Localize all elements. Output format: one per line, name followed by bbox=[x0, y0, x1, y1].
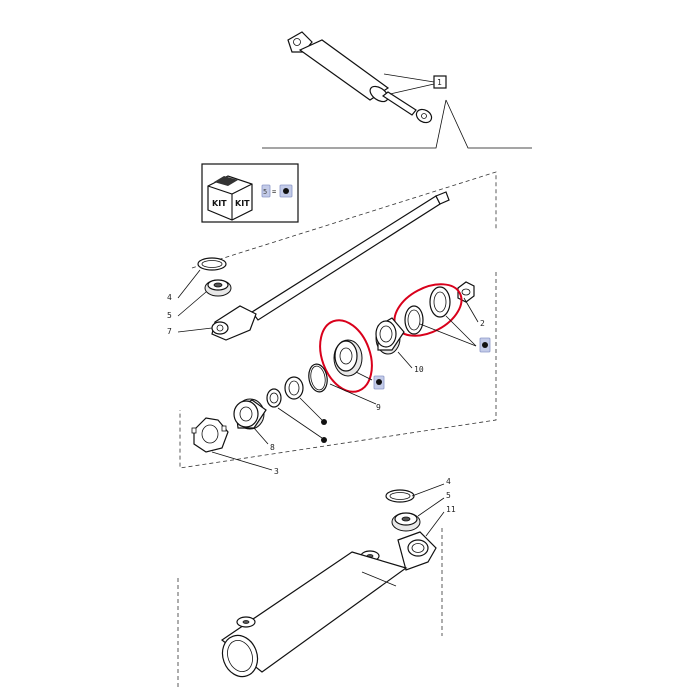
kit-label-left: KIT bbox=[212, 199, 227, 208]
rod-seal bbox=[266, 388, 282, 408]
kit-box-icon: KIT KIT bbox=[207, 175, 253, 221]
assembled-cylinder-thumbnail bbox=[287, 31, 433, 124]
callout-3: 3 bbox=[211, 451, 279, 476]
kit-legend: KIT KIT 5 = bbox=[201, 163, 299, 223]
kit-dot bbox=[283, 188, 289, 194]
kit-dot-2 bbox=[482, 342, 488, 348]
callouts-lower: 4 5 11 bbox=[411, 477, 456, 537]
lower-explode-frame bbox=[177, 528, 443, 690]
piston-rod bbox=[211, 191, 450, 341]
label-3: 3 bbox=[274, 467, 279, 476]
piston bbox=[375, 317, 405, 355]
label-7: 7 bbox=[167, 327, 172, 336]
piston-nut bbox=[457, 281, 475, 303]
callout-8: 8 bbox=[253, 427, 275, 452]
circlip-lower bbox=[385, 489, 415, 503]
label-4: 4 bbox=[167, 293, 172, 302]
bushing-upper bbox=[204, 279, 232, 297]
kit-dot-a bbox=[321, 419, 327, 425]
label-4b: 4 bbox=[446, 477, 451, 486]
label-8: 8 bbox=[270, 443, 275, 452]
label-9: 9 bbox=[376, 403, 381, 412]
callout-10: 10 bbox=[397, 351, 424, 374]
wiper-seal bbox=[284, 376, 304, 400]
kit-dot-b bbox=[321, 437, 327, 443]
kit-number: 5 bbox=[263, 188, 267, 196]
reference-box bbox=[433, 75, 447, 89]
callout-9: 9 bbox=[329, 371, 385, 412]
o-ring bbox=[308, 363, 328, 393]
label-2: 2 bbox=[480, 319, 485, 328]
kit-number-badge bbox=[261, 184, 271, 198]
piston-seal bbox=[319, 319, 373, 393]
kit-equals: = bbox=[272, 188, 276, 196]
seal-dots bbox=[277, 397, 327, 443]
label-11: 11 bbox=[446, 505, 456, 514]
castle-nut bbox=[191, 417, 229, 453]
kit-dot-9 bbox=[376, 379, 382, 385]
upper-explode-frame bbox=[179, 171, 497, 469]
reference-label: 1 bbox=[437, 78, 442, 87]
kit-label-right: KIT bbox=[235, 199, 250, 208]
seal-pair-right bbox=[393, 283, 463, 337]
callout-2: 2 bbox=[419, 297, 491, 353]
label-10: 10 bbox=[414, 365, 424, 374]
callouts-upper-left: 4 5 7 bbox=[167, 269, 213, 336]
gland bbox=[233, 398, 267, 430]
highlight-ring-9 bbox=[319, 319, 373, 393]
bushing-lower bbox=[391, 512, 421, 532]
label-5b: 5 bbox=[446, 491, 451, 500]
assembly-reference-callout: 1 bbox=[262, 73, 532, 149]
circlip-upper bbox=[197, 257, 227, 271]
label-5: 5 bbox=[167, 311, 172, 320]
cylinder-barrel bbox=[220, 531, 437, 678]
